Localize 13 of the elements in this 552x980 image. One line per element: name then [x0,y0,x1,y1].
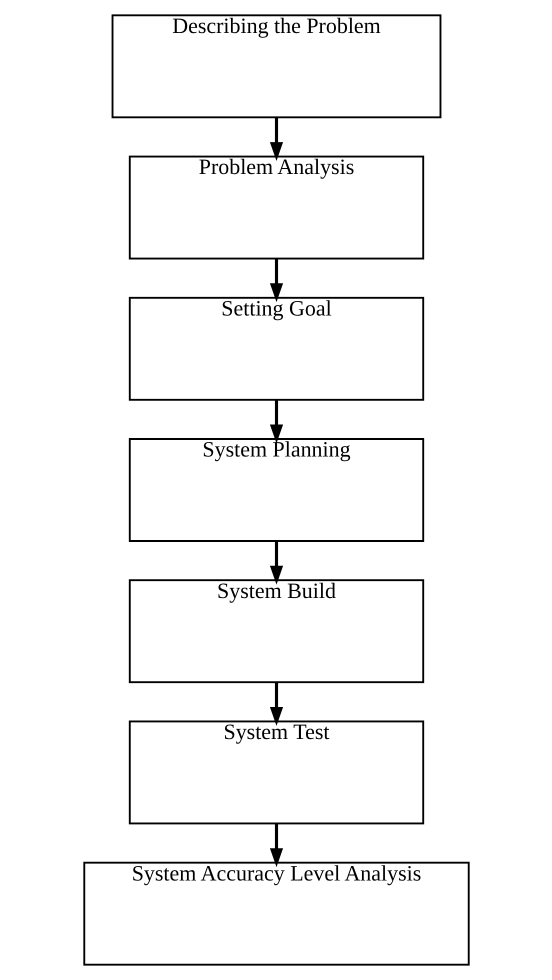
arrow [269,541,283,585]
node-box: Setting Goal [128,296,424,401]
arrow [269,258,283,302]
node-box: System Build [128,579,424,684]
node-box: System Test [128,720,424,824]
node-box: System Planning [128,438,424,542]
arrow [269,682,283,726]
node-box: Problem Analysis [128,156,424,260]
arrow [269,824,283,868]
node-box: Describing the Problem [111,14,441,118]
arrow [269,118,283,161]
node-box: System Accuracy Level Analysis [82,862,470,966]
arrow [269,400,283,444]
